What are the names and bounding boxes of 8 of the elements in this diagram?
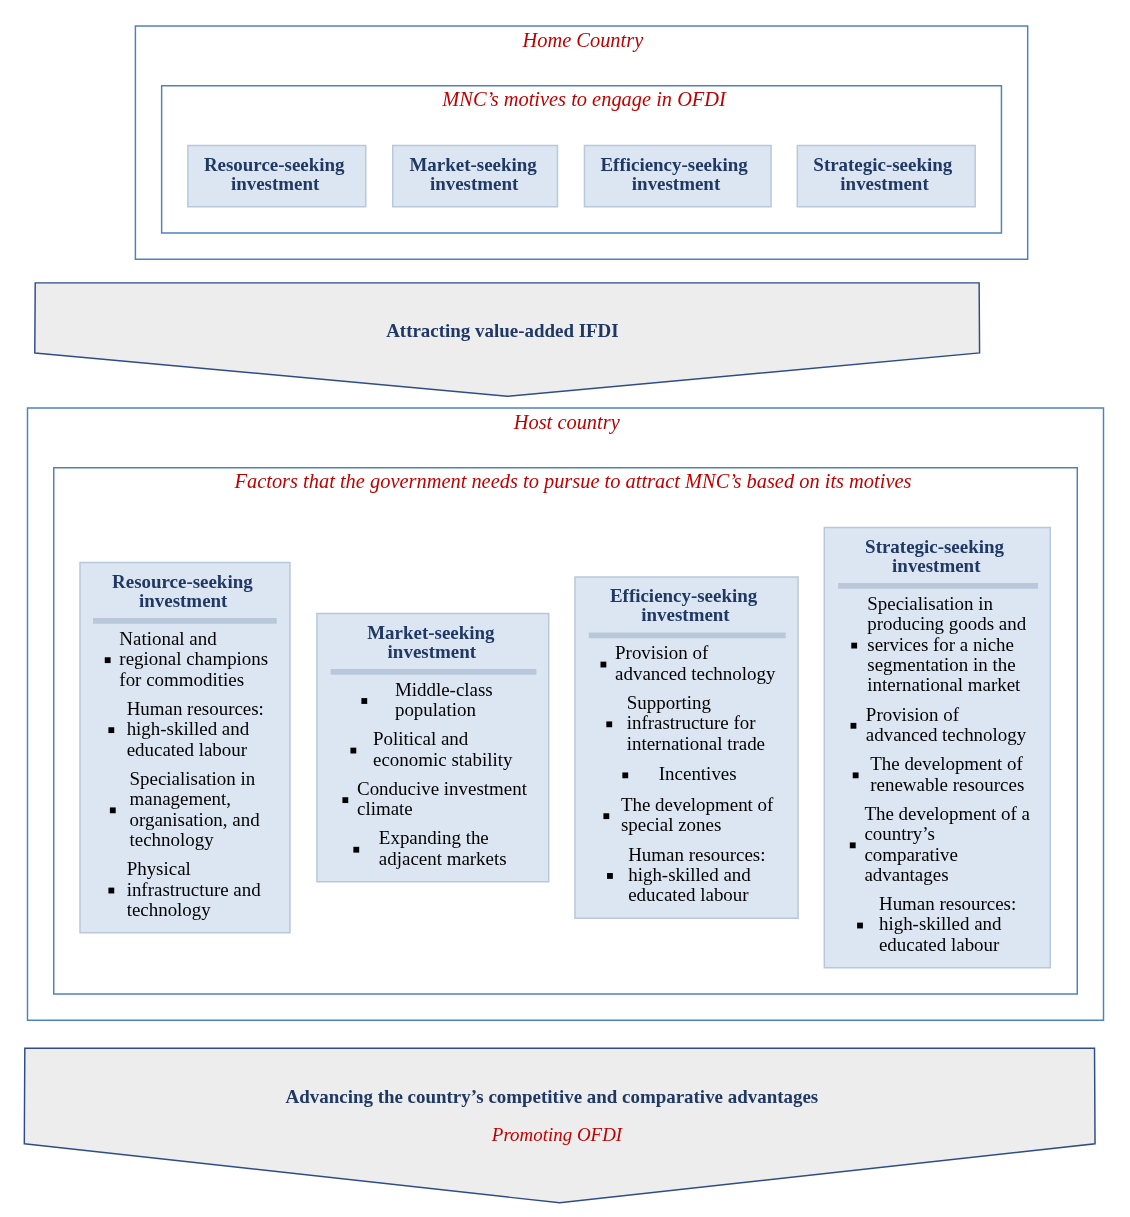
node-box: Resource-seeking investment National and regional champions for commodities Human resources: high-skilled and educated labour Specialisation in management, organisation, and technology Physical infrastructure and technology bbox=[78, 561, 291, 934]
node-box: Strategic-seeking investment bbox=[796, 144, 976, 208]
node-box: Market-seeking investment bbox=[391, 144, 558, 208]
node-box: Efficiency-seeking investment bbox=[583, 144, 772, 208]
node-box: Strategic-seeking investment Specialisation in producing goods and services for a niche segmentation in the international market Provision of advanced technology The development of renewable resources The development of a country’s comparative advantages Human resources: high-skilled and educated labour bbox=[823, 526, 1051, 969]
node-box: Efficiency-seeking investment Provision of advanced technology Supporting infrastructure for international trade Incentives The development of special zones Human resources: high-skilled and educated labour bbox=[573, 576, 799, 919]
node-box: Resource-seeking investment bbox=[186, 144, 366, 208]
node-box: Market-seeking investment Middle-class population Political and economic stability Conducive investment climate Expanding the adjacent markets bbox=[315, 612, 549, 883]
